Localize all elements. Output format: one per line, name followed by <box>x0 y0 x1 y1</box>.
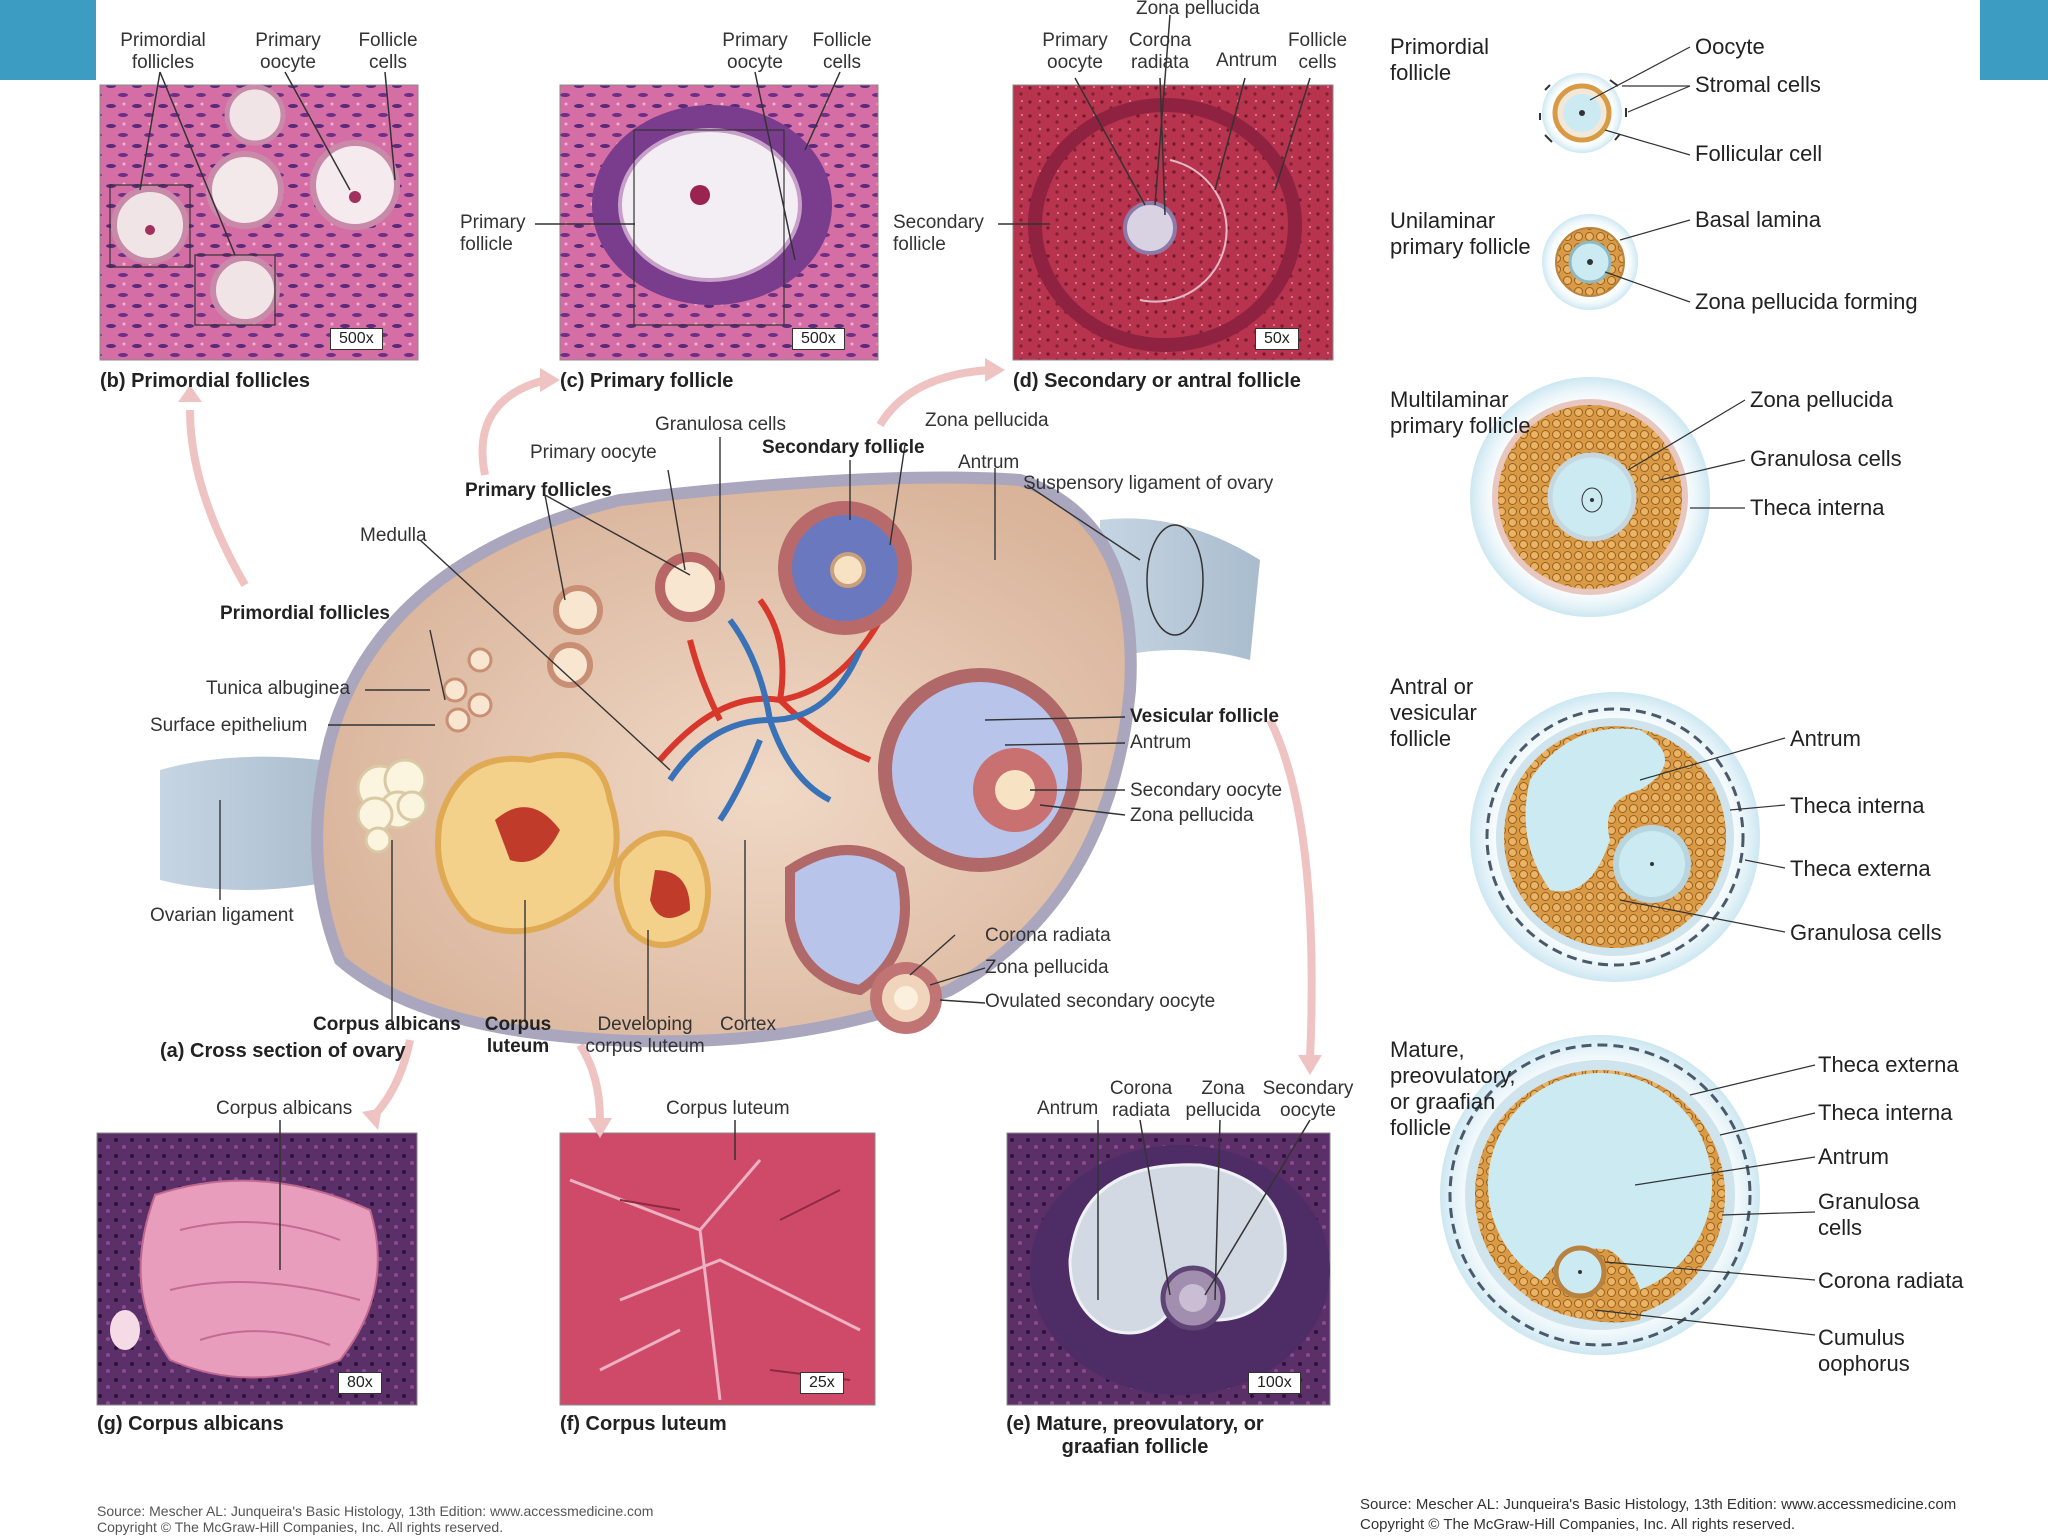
magnification-e: 100x <box>1248 1372 1301 1394</box>
label-zona-pellucida-d: Zona pellucida <box>1136 0 1260 19</box>
source-left-line1: Source: Mescher AL: Junqueira's Basic Hi… <box>97 1503 654 1519</box>
source-right-line2: Copyright © The McGraw-Hill Companies, I… <box>1360 1516 1796 1533</box>
label-antrum: Antrum <box>958 452 1020 473</box>
stage-name-primordial: Primordial follicle <box>1390 34 1490 85</box>
stage-label-zona-pellucida: Zona pellucida <box>1750 387 1894 412</box>
label-medulla: Medulla <box>360 525 427 546</box>
label-secondary-follicle-d: Secondary follicle <box>893 212 984 255</box>
label-corpus-luteum: Corpus luteum <box>484 1014 552 1057</box>
stage-label-granulosa-cells-graafian: Granulosa cells <box>1818 1189 1920 1240</box>
label-zona-pellucida-e: Zona pellucida <box>1185 1078 1261 1121</box>
magnification-f: 25x <box>800 1372 844 1394</box>
label-antrum-d: Antrum <box>1216 50 1278 71</box>
label-antrum-vesicular: Antrum <box>1130 732 1192 753</box>
stage-label-follicular-cell: Follicular cell <box>1695 141 1823 166</box>
stage-label-theca-externa-graafian: Theca externa <box>1818 1052 1959 1077</box>
label-corona-radiata-d: Corona radiata <box>1128 30 1192 73</box>
stage-label-theca-interna-graafian: Theca interna <box>1818 1100 1953 1125</box>
label-zona-pellucida-ovulated: Zona pellucida <box>985 957 1109 978</box>
caption-primary-follicle: (c) Primary follicle <box>560 370 734 392</box>
label-corpus-luteum-f: Corpus luteum <box>666 1098 790 1119</box>
caption-primordial-follicles: (b) Primordial follicles <box>100 370 311 392</box>
stage-label-theca-externa: Theca externa <box>1790 856 1931 881</box>
caption-graafian-follicle: (e) Mature, preovulatory, or graafian fo… <box>1006 1413 1264 1458</box>
source-right-line1: Source: Mescher AL: Junqueira's Basic Hi… <box>1360 1496 1957 1513</box>
stage-label-theca-interna-antral: Theca interna <box>1790 793 1925 818</box>
label-primary-oocyte-b: Primary oocyte <box>255 30 321 73</box>
photo-graafian-follicle <box>1006 1119 1331 1406</box>
label-primary-oocyte-d: Primary oocyte <box>1042 30 1108 73</box>
caption-secondary-follicle: (d) Secondary or antral follicle <box>1013 370 1301 392</box>
label-secondary-follicle: Secondary follicle <box>762 437 925 458</box>
stage-label-cumulus-oophorus: Cumulus oophorus <box>1818 1325 1910 1376</box>
label-ovulated-secondary-oocyte: Ovulated secondary oocyte <box>985 991 1216 1012</box>
label-follicle-cells-d: Follicle cells <box>1287 30 1348 73</box>
magnification-g: 80x <box>338 1372 382 1394</box>
magnification-c: 500x <box>792 328 845 350</box>
corner-accent-right <box>1980 0 2048 80</box>
photo-primordial-follicles <box>99 71 419 361</box>
stage-label-basal-lamina: Basal lamina <box>1695 207 1821 232</box>
label-vesicular-follicle: Vesicular follicle <box>1130 706 1279 727</box>
stage-label-corona-radiata: Corona radiata <box>1818 1268 1964 1293</box>
label-corpus-albicans: Corpus albicans <box>313 1014 461 1035</box>
photo-secondary-follicle <box>998 14 1334 361</box>
label-corpus-albicans-g: Corpus albicans <box>216 1098 353 1119</box>
caption-cross-section-ovary: (a) Cross section of ovary <box>160 1040 406 1062</box>
stage-graafian-illustration <box>1440 1035 1816 1355</box>
label-zona-pellucida: Zona pellucida <box>925 410 1049 431</box>
label-corona-radiata-e: Corona radiata <box>1109 1078 1173 1121</box>
stage-multilaminar-illustration <box>1470 377 1746 617</box>
stage-name-graafian: Mature, preovulatory, or graafian follic… <box>1390 1037 1516 1140</box>
magnification-d: 50x <box>1255 328 1299 350</box>
label-surface-epithelium: Surface epithelium <box>150 715 308 736</box>
stage-label-antrum: Antrum <box>1790 726 1861 751</box>
label-primary-follicle-c: Primary follicle <box>460 212 526 255</box>
cycle-arrows <box>186 366 1316 1123</box>
label-primordial-follicles-b: Primordial follicles <box>120 30 206 73</box>
photo-corpus-albicans <box>96 1120 418 1406</box>
stage-label-oocyte: Oocyte <box>1695 34 1765 59</box>
label-zona-pellucida-vesicular: Zona pellucida <box>1130 805 1254 826</box>
source-left-line2: Copyright © The McGraw-Hill Companies, I… <box>97 1519 504 1535</box>
corner-accent-left <box>0 0 96 80</box>
stage-label-zona-pellucida-forming: Zona pellucida forming <box>1695 289 1918 314</box>
label-granulosa-cells: Granulosa cells <box>655 414 786 435</box>
stage-primordial-illustration <box>1539 46 1691 156</box>
photo-primary-follicle <box>535 71 879 361</box>
label-follicle-cells-c: Follicle cells <box>812 30 872 73</box>
label-antrum-e: Antrum <box>1037 1098 1099 1119</box>
stage-label-antrum-graafian: Antrum <box>1818 1144 1889 1169</box>
label-ovarian-ligament: Ovarian ligament <box>150 905 294 926</box>
label-secondary-oocyte-e: Secondary oocyte <box>1262 1078 1354 1121</box>
stage-name-multilaminar: Multilaminar primary follicle <box>1390 387 1531 438</box>
stage-unilaminar-illustration <box>1542 214 1691 310</box>
label-corona-radiata: Corona radiata <box>985 925 1111 946</box>
caption-corpus-luteum: (f) Corpus luteum <box>560 1413 727 1435</box>
stage-name-unilaminar: Unilaminar primary follicle <box>1390 208 1531 259</box>
label-primary-oocyte: Primary oocyte <box>530 442 657 463</box>
label-primary-oocyte-c: Primary oocyte <box>722 30 788 73</box>
stage-label-stromal-cells: Stromal cells <box>1695 72 1821 97</box>
stage-name-antral: Antral or vesicular follicle <box>1390 674 1477 751</box>
stage-label-granulosa-cells: Granulosa cells <box>1750 446 1902 471</box>
label-secondary-oocyte: Secondary oocyte <box>1130 780 1283 801</box>
stage-label-granulosa-cells-antral: Granulosa cells <box>1790 920 1942 945</box>
stage-antral-illustration <box>1470 692 1786 982</box>
arrow-heads <box>178 358 1322 1138</box>
label-primordial-follicles: Primordial follicles <box>220 603 390 624</box>
stage-label-theca-interna: Theca interna <box>1750 495 1885 520</box>
caption-corpus-albicans: (g) Corpus albicans <box>97 1413 284 1435</box>
photo-corpus-luteum <box>559 1120 876 1406</box>
ovary-cross-section <box>160 437 1260 1048</box>
label-primary-follicles: Primary follicles <box>465 480 612 501</box>
magnification-b: 500x <box>330 328 383 350</box>
label-tunica-albuginea: Tunica albuginea <box>206 678 351 699</box>
label-suspensory-ligament: Suspensory ligament of ovary <box>1023 473 1274 494</box>
label-cortex: Cortex <box>720 1014 776 1035</box>
label-developing-corpus-luteum: Developing corpus luteum <box>585 1014 705 1057</box>
label-follicle-cells-b: Follicle cells <box>358 30 418 73</box>
